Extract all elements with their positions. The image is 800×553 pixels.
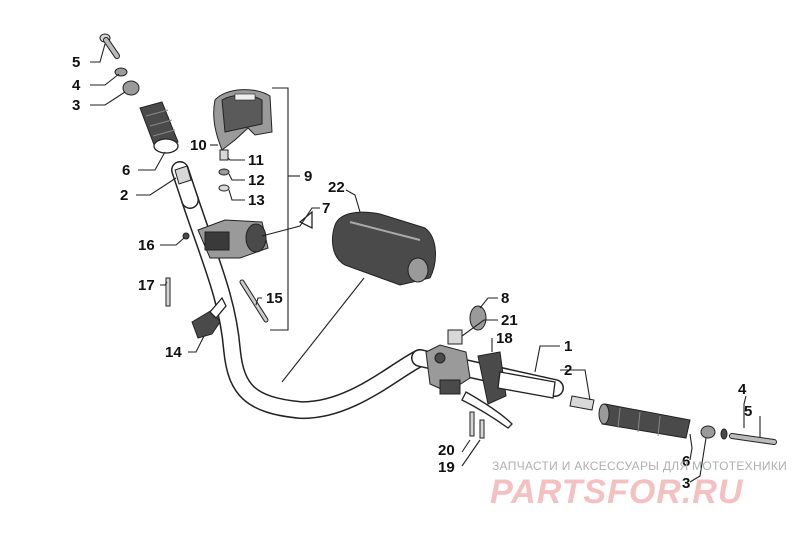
small-washer-13 xyxy=(218,184,230,192)
callout-2a: 2 xyxy=(120,187,128,204)
right-sleeve-2 xyxy=(569,395,595,411)
right-grip xyxy=(598,403,691,439)
callout-17: 17 xyxy=(138,277,155,294)
callout-5a: 5 xyxy=(72,54,80,71)
left-switch-cover xyxy=(213,89,273,151)
callout-8: 8 xyxy=(501,290,509,307)
screw-17 xyxy=(165,277,171,307)
gasket-21 xyxy=(447,329,463,345)
callout-4b: 4 xyxy=(738,381,747,398)
right-bar-end xyxy=(700,425,716,439)
handlebar-pad xyxy=(332,211,436,286)
callout-10: 10 xyxy=(190,137,207,154)
watermark: ЗАПЧАСТИ И АКСЕССУАРЫ ДЛЯ МОТОТЕХНИКИ PA… xyxy=(490,459,787,511)
callout-11: 11 xyxy=(248,152,264,169)
watermark-caption: ЗАПЧАСТИ И АКСЕССУАРЫ ДЛЯ МОТОТЕХНИКИ xyxy=(492,459,787,473)
callout-18: 18 xyxy=(496,330,513,347)
callout-3b: 3 xyxy=(682,475,690,492)
left-grip xyxy=(139,101,179,154)
throttle-tube-1 xyxy=(497,371,556,399)
callout-6a: 6 xyxy=(122,162,130,179)
callout-9: 9 xyxy=(304,168,312,185)
screw-20 xyxy=(469,411,475,437)
brake-lever xyxy=(461,391,513,429)
callout-3a: 3 xyxy=(72,97,80,114)
left-washer xyxy=(114,67,128,77)
leader-lines xyxy=(90,43,761,483)
callout-12: 12 xyxy=(248,172,265,189)
callout-19: 19 xyxy=(438,459,455,476)
callout-7: 7 xyxy=(322,200,330,217)
left-switch-housing xyxy=(197,219,269,259)
brake-master-cylinder xyxy=(425,344,471,395)
screw-19 xyxy=(479,419,485,439)
screw-15 xyxy=(239,279,269,323)
callout-15: 15 xyxy=(266,290,283,307)
small-screw-11 xyxy=(219,149,229,161)
callout-5b: 5 xyxy=(744,403,752,420)
callout-13: 13 xyxy=(248,192,265,209)
reservoir-cap-8 xyxy=(469,305,487,331)
callout-22: 22 xyxy=(328,179,345,196)
left-end-bolt xyxy=(99,33,120,59)
callout-2b: 2 xyxy=(564,362,572,379)
lever-bracket-14 xyxy=(191,296,227,339)
small-washer-12 xyxy=(218,168,230,176)
left-bar-end xyxy=(122,80,140,96)
callout-4a: 4 xyxy=(72,77,81,94)
callout-labels: 5 4 3 6 2 10 11 12 13 9 22 7 16 17 15 14… xyxy=(72,54,752,492)
callout-16: 16 xyxy=(138,237,155,254)
decal-7 xyxy=(298,210,313,230)
group-9-bracket xyxy=(270,87,300,331)
throttle-housing-18 xyxy=(477,351,507,405)
clamp-16 xyxy=(182,232,190,240)
right-washer xyxy=(720,428,728,440)
right-end-bolt xyxy=(729,433,777,445)
watermark-logo: PARTSFOR.RU xyxy=(490,473,744,511)
callout-1: 1 xyxy=(564,338,572,355)
left-sleeve xyxy=(174,165,192,185)
callout-20: 20 xyxy=(438,442,455,459)
callout-14: 14 xyxy=(165,344,182,361)
callout-6b: 6 xyxy=(682,453,690,470)
callout-21: 21 xyxy=(501,312,518,329)
